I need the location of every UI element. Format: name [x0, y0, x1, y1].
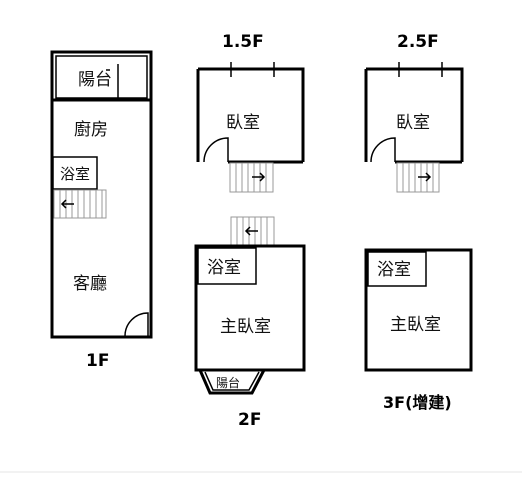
floor-3f-plan: 浴室 主臥室 3F(增建): [364, 248, 473, 412]
balcony-2f: [198, 369, 266, 395]
floor-25f-title: 2.5F: [397, 32, 439, 52]
bath-3f-label: 浴室: [377, 260, 411, 280]
stair-1f-arrow: [60, 199, 74, 209]
floor-2f-title: 2F: [238, 410, 261, 430]
balcony-1f: [55, 55, 148, 99]
stair-15f: [229, 162, 274, 193]
balcony-1f-label: 陽台: [78, 70, 112, 90]
floor-3f-title: 3F(增建): [383, 393, 452, 412]
bedroom-15f-label: 臥室: [226, 113, 260, 133]
floor-2f-outline: [194, 244, 306, 372]
bath-3f: [367, 251, 427, 287]
floor-15f-title: 1.5F: [222, 32, 264, 52]
stair-2f-arrow: [244, 226, 258, 236]
bath-2f: [197, 247, 257, 285]
bedroom-25f-label: 臥室: [396, 113, 430, 133]
stair-25f: [396, 162, 440, 193]
living-1f-label: 客廳: [73, 274, 107, 294]
floor-25f-plan: 2.5F 臥室: [364, 32, 464, 193]
bath-1f: [52, 156, 98, 190]
stair-1f: [53, 189, 107, 219]
floor-1f-outline: [50, 50, 153, 339]
stair-15f-arrow: [252, 172, 266, 182]
door-15f: [203, 137, 229, 163]
stair-25f-arrow: [418, 172, 432, 182]
floor-1f-plan: 陽台 廚房 浴室 客廳 1F: [50, 50, 153, 371]
master-2f-label: 主臥室: [220, 317, 271, 337]
balcony-2f-label: 陽台: [216, 375, 240, 390]
kitchen-1f-label: 廚房: [74, 119, 108, 140]
master-3f-label: 主臥室: [390, 315, 441, 335]
floor-1f-title: 1F: [86, 351, 109, 371]
door-25f: [370, 137, 396, 163]
stair-2f: [230, 216, 275, 246]
floor-3f-outline: [364, 248, 473, 372]
floor-15f-plan: 1.5F 臥室: [196, 32, 305, 193]
bath-2f-label: 浴室: [207, 258, 241, 278]
bath-1f-label: 浴室: [60, 165, 90, 183]
door-1f: [124, 312, 149, 337]
floor-2f-plan: 浴室 主臥室 陽台 2F: [194, 216, 306, 430]
